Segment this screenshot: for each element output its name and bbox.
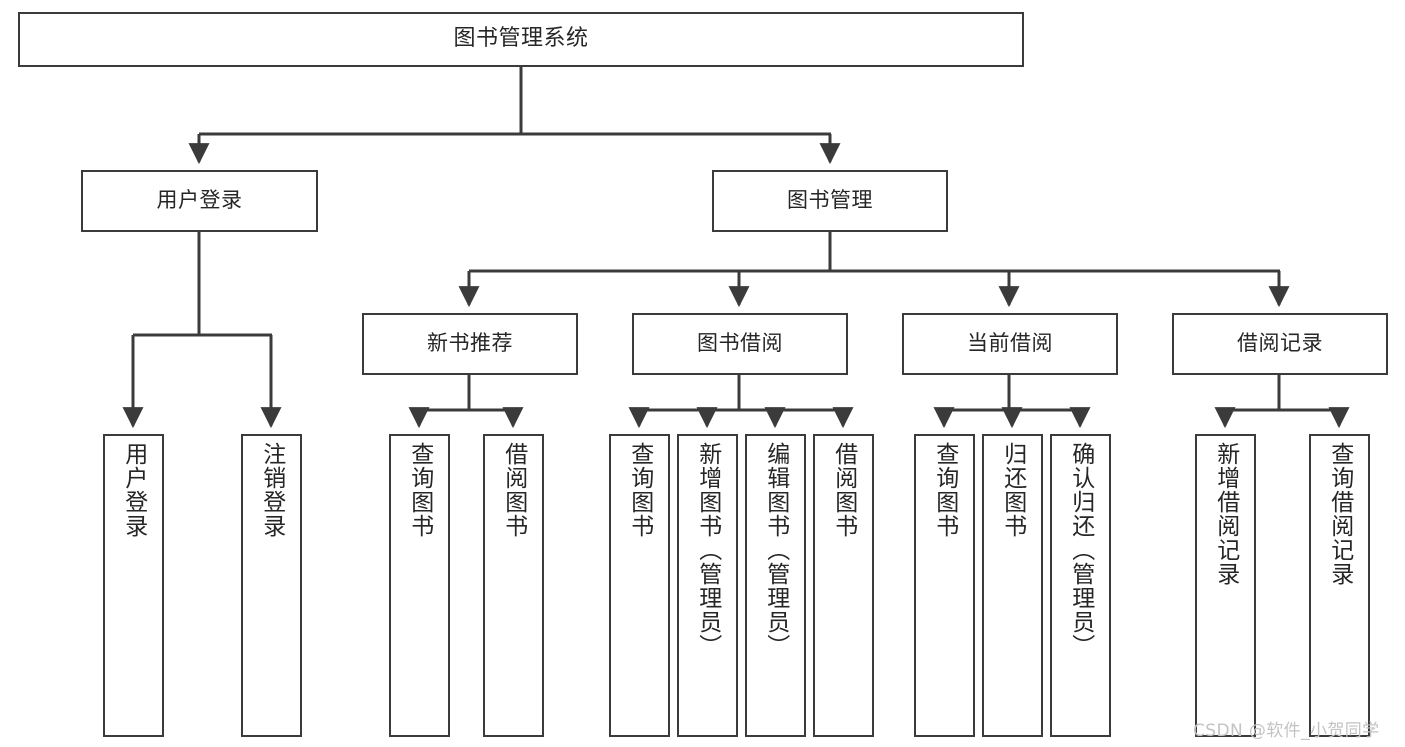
leaf-return-book-label: 归还图书 <box>999 442 1026 538</box>
leaf-add-book-label: 新增图书（管理员） <box>694 442 721 658</box>
leaf-query-book-3[interactable]: 查询图书 <box>914 434 975 737</box>
leaf-user-login[interactable]: 用户登录 <box>103 434 164 737</box>
node-book-management[interactable]: 图书管理 <box>712 170 948 232</box>
leaf-add-borrow-record[interactable]: 新增借阅记录 <box>1195 434 1256 737</box>
node-borrow-record[interactable]: 借阅记录 <box>1172 313 1388 375</box>
leaf-query-book-1-label: 查询图书 <box>406 442 433 538</box>
leaf-confirm-return-label: 确认归还（管理员） <box>1067 442 1094 658</box>
node-book-borrow[interactable]: 图书借阅 <box>632 313 848 375</box>
leaf-edit-book-label: 编辑图书（管理员） <box>762 442 789 658</box>
node-root-label: 图书管理系统 <box>453 26 589 52</box>
leaf-user-login-label: 用户登录 <box>120 442 147 538</box>
node-root[interactable]: 图书管理系统 <box>18 12 1024 67</box>
node-new-book-recommend-label: 新书推荐 <box>427 331 513 356</box>
leaf-query-borrow-record-label: 查询借阅记录 <box>1326 442 1353 586</box>
node-current-borrow-label: 当前借阅 <box>967 331 1053 356</box>
node-borrow-record-label: 借阅记录 <box>1237 331 1323 356</box>
leaf-add-borrow-record-label: 新增借阅记录 <box>1212 442 1239 586</box>
leaf-query-book-2[interactable]: 查询图书 <box>609 434 670 737</box>
leaf-borrow-book-1[interactable]: 借阅图书 <box>483 434 544 737</box>
leaf-borrow-book-2[interactable]: 借阅图书 <box>813 434 874 737</box>
leaf-add-book[interactable]: 新增图书（管理员） <box>677 434 738 737</box>
node-book-management-label: 图书管理 <box>787 188 873 213</box>
leaf-borrow-book-2-label: 借阅图书 <box>830 442 857 538</box>
leaf-confirm-return[interactable]: 确认归还（管理员） <box>1050 434 1111 737</box>
leaf-query-book-3-label: 查询图书 <box>931 442 958 538</box>
node-current-borrow[interactable]: 当前借阅 <box>902 313 1118 375</box>
node-book-borrow-label: 图书借阅 <box>697 331 783 356</box>
leaf-logout[interactable]: 注销登录 <box>241 434 302 737</box>
leaf-borrow-book-1-label: 借阅图书 <box>500 442 527 538</box>
node-new-book-recommend[interactable]: 新书推荐 <box>362 313 578 375</box>
leaf-logout-label: 注销登录 <box>258 442 285 538</box>
leaf-query-book-1[interactable]: 查询图书 <box>389 434 450 737</box>
watermark: CSDN @软件_小贺同学 <box>1193 721 1380 741</box>
leaf-query-book-2-label: 查询图书 <box>626 442 653 538</box>
node-user-login-label: 用户登录 <box>156 188 243 213</box>
leaf-edit-book[interactable]: 编辑图书（管理员） <box>745 434 806 737</box>
leaf-return-book[interactable]: 归还图书 <box>982 434 1043 737</box>
leaf-query-borrow-record[interactable]: 查询借阅记录 <box>1309 434 1370 737</box>
node-user-login[interactable]: 用户登录 <box>81 170 318 232</box>
